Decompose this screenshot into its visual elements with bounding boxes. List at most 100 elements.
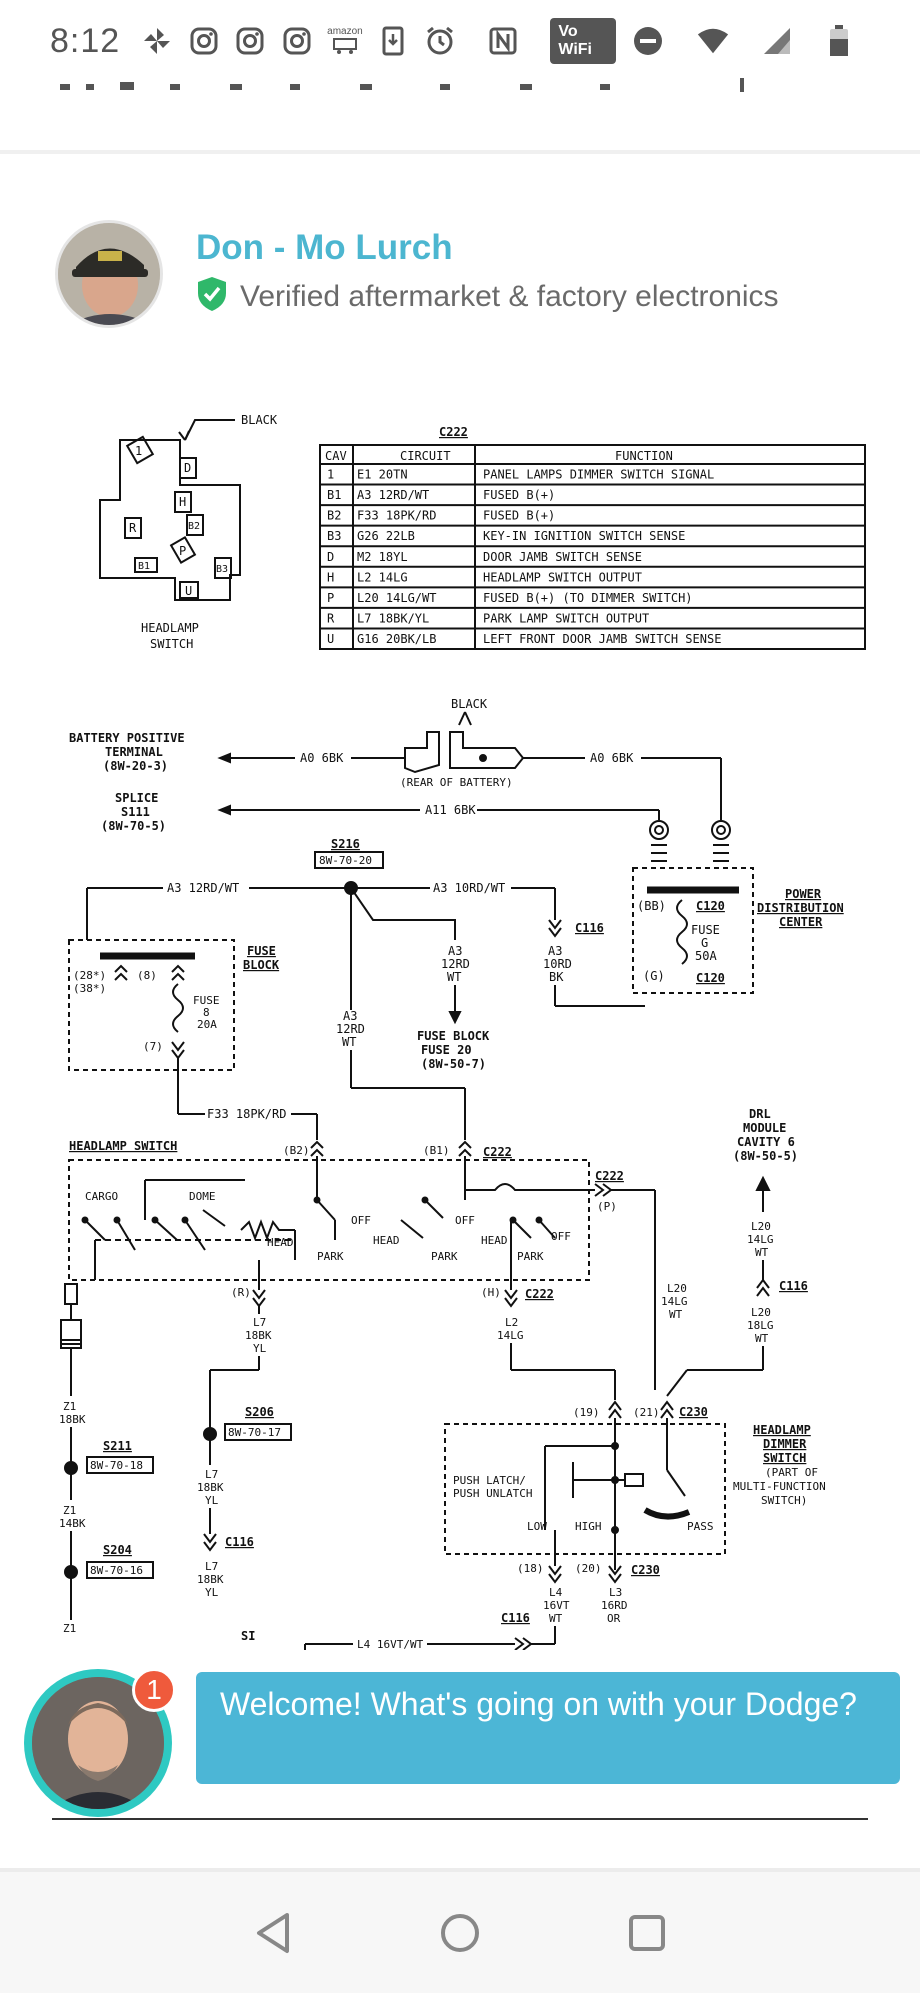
diagram-text: (8W-70-5) [101,819,166,833]
diagram-text: S111 [121,805,150,819]
table-cell: G16 20BK/LB [357,632,436,646]
diagram-text: A0 6BK [300,751,344,765]
table-cell: B3 [327,529,341,543]
table-header: CAV [325,449,347,463]
home-button[interactable] [425,1898,495,1968]
table-cell: L7 18BK/YL [357,611,429,625]
diagram-text: C230 [679,1405,708,1419]
table-cell: FUSED B(+) [483,488,555,502]
table-cell: HEADLAMP SWITCH OUTPUT [483,570,642,584]
drl-section: DRL MODULE CAVITY 6 (8W-50-5) L20 14LG W… [661,1107,808,1397]
table-cell: FUSED B(+) [483,509,555,523]
headlamp-switch: HEADLAMP SWITCH (B2) (B1) C222 C222 CARG… [68,1139,656,1390]
diagram-text: CENTER [779,915,823,929]
table-cell: PANEL LAMPS DIMMER SWITCH SIGNAL [483,468,714,482]
diagram-text: S211 [103,1439,132,1453]
diagram-text: SI [241,1629,255,1643]
pinwheel-icon [142,24,172,58]
diagram-text: (R) [231,1286,251,1299]
diagram-text: DOME [189,1190,216,1203]
table-cell: U [327,632,334,646]
diagram-text: 20A [197,1018,217,1031]
diagram-text: DRL [749,1107,771,1121]
s216-section: S216 8W-70-20 A3 12RD/WT A3 10RD/WT C116… [86,837,645,1140]
do-not-disturb-icon [632,24,664,58]
diagram-text: 16VT [543,1599,570,1612]
diagram-text: L2 [505,1316,518,1329]
chat-agent-photo [32,1677,164,1809]
diagram-text: SWITCH) [761,1494,807,1507]
diagram-text: S204 [103,1543,132,1557]
diagram-text: PUSH UNLATCH [453,1487,532,1500]
diagram-text: (28*) [73,969,106,982]
diagram-text: DISTRIBUTION [757,901,844,915]
diagram-text: 14LG [661,1295,688,1308]
diagram-text: BATTERY POSITIVE [69,731,185,745]
diagram-text: 12RD [441,957,470,971]
diagram-text: 8W-70-20 [319,854,372,867]
diagram-text: YL [253,1342,267,1355]
table-cell: G26 22LB [357,529,415,543]
diagram-text: 14LG [497,1329,524,1342]
diagram-text: L3 [609,1586,622,1599]
recents-button[interactable] [612,1898,682,1968]
system-nav-bar [0,1868,920,1993]
table-cell: P [327,591,334,605]
diagram-text: HEADLAMP [141,621,199,635]
diagram-text: HEADLAMP [753,1423,811,1437]
diagram-text: S216 [331,837,360,851]
diagram-text: A0 6BK [590,751,634,765]
back-icon [257,1912,290,1953]
diagram-text: 12RD [336,1022,365,1036]
diagram-text: L4 [549,1586,563,1599]
expert-avatar[interactable] [55,220,163,328]
instagram-icon [189,24,219,58]
diagram-text: 18BK [197,1573,224,1586]
diagram-text: (PART OF [765,1466,818,1479]
table-cell: DOOR JAMB SWITCH SENSE [483,550,642,564]
verified-text: Verified aftermarket & factory electroni… [240,279,779,313]
diagram-text: (18) [517,1562,544,1575]
divider [0,150,920,154]
lower-left-section: L7 18BK YL L2 14LG Z1 18BK S211 8W-70-18… [59,1283,616,1635]
wifi-calling-icon: Vo WiFi [550,18,617,64]
diagram-text: WT [669,1308,683,1321]
wiring-diagram-image[interactable]: BLACK 1 D H R B2 P B1 B3 U HEADLAMP SWIT… [55,400,875,1655]
diagram-text: G [701,936,708,950]
diagram-text: C120 [696,971,725,985]
diagram-text: 8W-70-18 [90,1459,143,1472]
diagram-text: C116 [501,1611,530,1625]
table-cell: M2 18YL [357,550,408,564]
diagram-text: DIMMER [763,1437,807,1451]
table-cell: F33 18PK/RD [357,509,436,523]
table-cell: LEFT FRONT DOOR JAMB SWITCH SENSE [483,632,721,646]
diagram-text: BK [549,970,564,984]
diagram-text: (B1) [423,1144,450,1157]
fuse-block: FUSE BLOCK (28*) (38*) (8) FUSE 8 20A (7… [68,939,318,1140]
expert-name[interactable]: Don - Mo Lurch [196,228,453,267]
diagram-text: 8 [203,1006,210,1019]
table-header: FUNCTION [615,449,673,463]
diagram-text: 18BK [59,1413,86,1426]
diagram-text: C222 [483,1145,512,1159]
diagram-text: Z1 [63,1622,76,1635]
diagram-text: S206 [245,1405,274,1419]
diagram-text: FUSE [247,944,276,958]
diagram-text: A3 10RD/WT [433,881,505,895]
table-cell: B1 [327,488,341,502]
amazon-cart-icon: amazon [327,24,363,58]
diagram-text: BLOCK [243,958,280,972]
back-button[interactable] [238,1898,308,1968]
diagram-text: 10RD [543,957,572,971]
diagram-text: 14LG [747,1233,774,1246]
diagram-text: C222 [525,1287,554,1301]
chat-welcome-message[interactable]: Welcome! What's going on with your Dodge… [196,1672,900,1784]
diagram-text: WT [549,1612,563,1625]
diagram-text: OFF [351,1214,371,1227]
status-time: 8:12 [50,21,121,60]
diagram-text: 18LG [747,1319,774,1332]
diagram-text: C116 [779,1279,808,1293]
diagram-text: MODULE [743,1121,786,1135]
diagram-text: FUSE [691,923,720,937]
nfc-icon [488,24,518,58]
